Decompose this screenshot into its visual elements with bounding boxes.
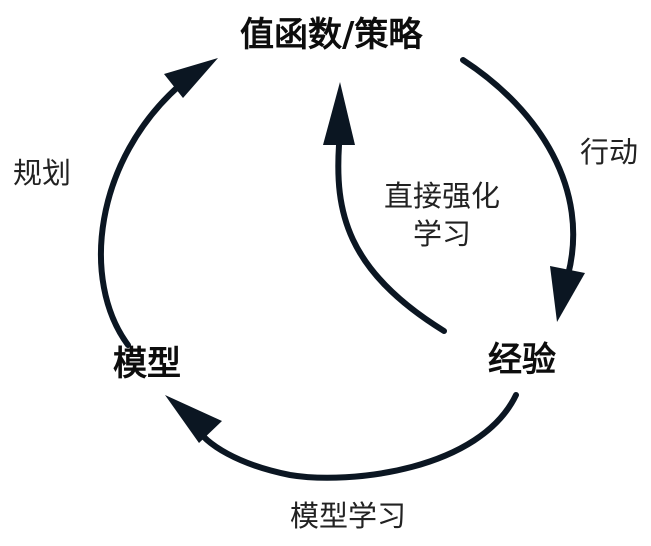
acting-arrowhead <box>550 266 585 322</box>
direct-rl-label-line2: 学习 <box>413 217 472 251</box>
direct-rl-label-line1: 直接强化 <box>384 179 501 213</box>
model-node-label: 模型 <box>113 344 181 384</box>
value-policy-node-label: 值函数/策略 <box>240 15 423 55</box>
experience-node-label: 经验 <box>488 340 556 380</box>
acting-arrow <box>460 57 577 278</box>
planning-edge-label: 规划 <box>13 156 72 190</box>
model-learning-arrowhead <box>165 395 222 443</box>
direct-rl-edge-label: 直接强化 学习 <box>384 177 500 253</box>
model-learning-edge-label: 模型学习 <box>290 499 407 533</box>
planning-arrow <box>97 82 183 348</box>
direct-rl-arrowhead <box>323 82 355 145</box>
direct-rl-arrow <box>335 142 447 334</box>
planning-arrowhead <box>164 58 218 98</box>
model-learning-arrow <box>192 392 519 481</box>
acting-edge-label: 行动 <box>580 135 639 169</box>
